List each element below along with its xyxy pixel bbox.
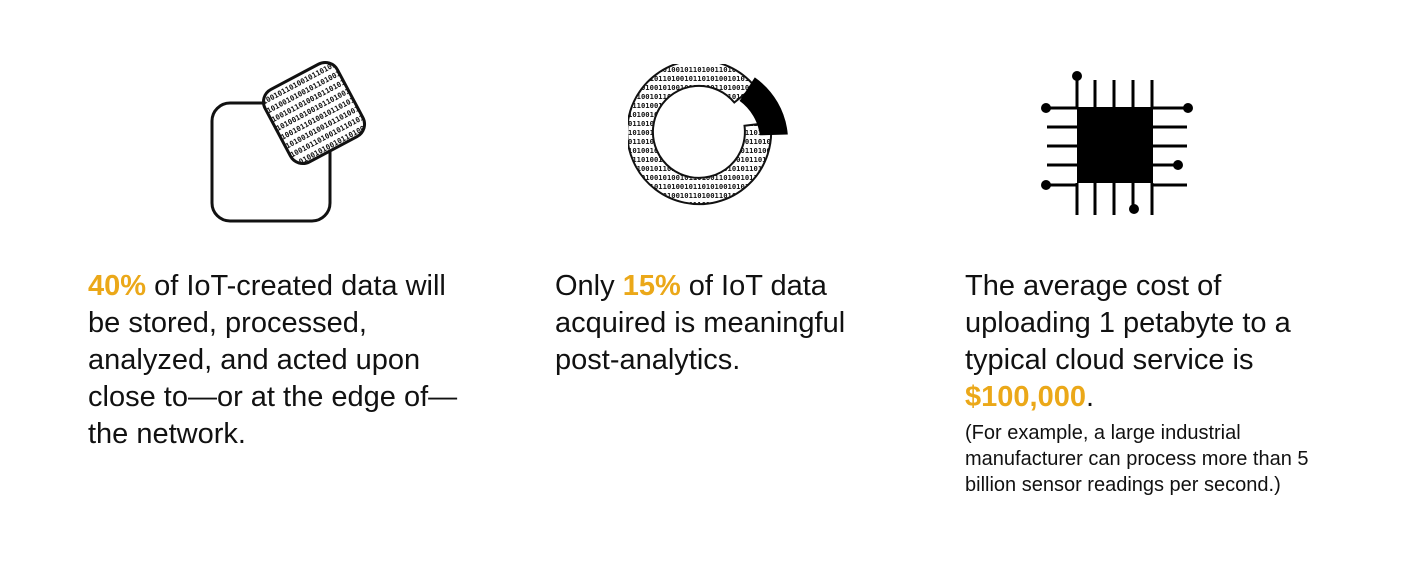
stat-note: (For example, a large industrial manufac… (965, 422, 1309, 496)
stat-text: The average cost of uploading 1 petabyte… (965, 268, 1330, 416)
stat-highlight: $100,000 (965, 381, 1086, 413)
binary-row: 0110100101001011010011010010110101011001… (628, 173, 798, 182)
ring-highlight-segment (739, 77, 788, 136)
binary-row: 1010010110100101101010010101101001001011… (628, 74, 798, 83)
microchip-icon (1041, 71, 1193, 215)
stat-text: Only 15% of IoT data acquired is meaning… (555, 268, 875, 379)
binary-row: 1010010110100101101010010101101001001011… (628, 182, 798, 191)
binary-row: 1010010110100101101010010101101001001011… (628, 146, 798, 155)
data-chip-square-icon: 0110100101001011010011010010110101011001… (210, 60, 369, 223)
stat-body: of IoT-created data will be stored, proc… (88, 270, 458, 450)
stat-block-edge-processing: 40% of IoT-created data will be stored, … (88, 268, 478, 453)
binary-row: 0110100101001011010011010010110101011001… (628, 209, 798, 218)
stat-suffix: . (1085, 381, 1095, 413)
binary-row: 0110100101001011010011010010110101011001… (628, 191, 798, 200)
stat-block-upload-cost: The average cost of uploading 1 petabyte… (965, 268, 1330, 498)
stat-body: The average cost of uploading 1 petabyte… (965, 270, 1291, 376)
stat-text: 40% of IoT-created data will be stored, … (88, 268, 478, 453)
binary-row: 1010010110100101101010010101101001001011… (628, 164, 798, 173)
binary-row: 1010010110100101101010010101101001001011… (628, 200, 798, 209)
stat-highlight: 15% (622, 270, 681, 302)
stat-prefix: Only (555, 270, 623, 302)
binary-row: 0110100101001011010011010010110101011001… (628, 65, 798, 74)
stat-highlight: 40% (88, 270, 147, 302)
stat-body: of IoT data acquired is meaningful post-… (555, 270, 846, 376)
binary-row: 0110100101001011010011010010110101011001… (628, 155, 798, 164)
stat-block-meaningful-data: Only 15% of IoT data acquired is meaning… (555, 268, 875, 379)
